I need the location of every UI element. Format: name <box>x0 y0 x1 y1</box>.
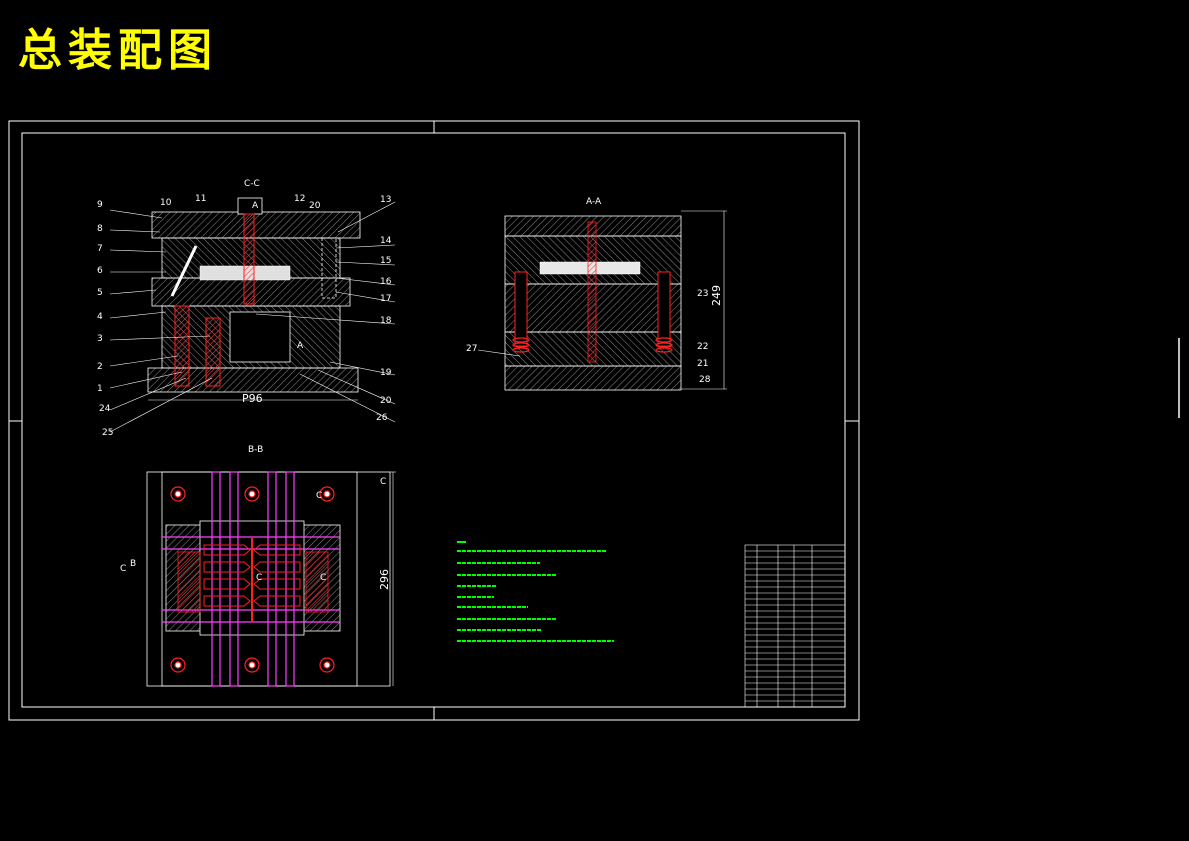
part-label: 17 <box>380 294 391 304</box>
top-clamp-plate <box>151 211 361 239</box>
part-label: 19 <box>380 368 392 378</box>
section-mark-a-top: A <box>252 201 259 211</box>
part-label: 13 <box>380 195 391 205</box>
part-label: 20 <box>380 396 392 406</box>
section-view-aa: A-A 249 23 22 21 28 27 <box>466 197 727 391</box>
part-label: 20 <box>309 201 321 211</box>
angle-pin <box>170 245 198 297</box>
section-label-bb: B-B <box>248 445 263 455</box>
part-label: 1 <box>97 384 103 394</box>
part-label: 26 <box>376 413 388 423</box>
bb-slider-left <box>177 551 201 613</box>
part-label: 21 <box>697 359 708 369</box>
section-mark-c-left: C <box>120 564 126 574</box>
part-label: 11 <box>195 194 206 204</box>
section-mark-c-right: C <box>380 477 386 487</box>
part-label: 25 <box>102 428 113 438</box>
section-mark-c-right2: C <box>320 573 326 583</box>
aa-spring-left <box>512 337 530 353</box>
dimension-cc-width: P96 <box>242 392 263 405</box>
aa-spring-right <box>655 337 673 353</box>
part-label: 10 <box>160 198 172 208</box>
section-view-cc: C-C P96 A A 9 8 <box>97 179 396 438</box>
section-mark-b-left: B <box>130 559 136 569</box>
aa-sprue <box>587 221 597 363</box>
part-label: 9 <box>97 200 103 210</box>
bb-cavities <box>203 544 301 607</box>
section-mark-c-center: C <box>256 573 262 583</box>
section-mark-a-cc: A <box>297 341 304 351</box>
leader-lines-right <box>255 201 396 423</box>
aa-pin-right <box>657 271 671 347</box>
bb-slider-right <box>305 551 329 613</box>
part-label: 8 <box>97 224 103 234</box>
ejector-space <box>229 311 291 363</box>
technical-notes <box>457 541 614 642</box>
bb-guide-holes <box>170 486 335 673</box>
bb-inner-plate <box>161 471 358 687</box>
aa-leader-left <box>477 349 521 357</box>
part-label: 5 <box>97 288 103 298</box>
leader-lines-left <box>109 209 213 433</box>
page-title: 总装配图 <box>18 25 218 76</box>
dimension-aa-height: 249 <box>710 285 723 306</box>
part-label: 12 <box>294 194 305 204</box>
part-label: 28 <box>699 375 711 385</box>
part-label: 4 <box>97 312 103 322</box>
part-label: 14 <box>380 236 392 246</box>
return-pin <box>205 317 221 387</box>
spring-right <box>321 237 337 299</box>
part-label: 22 <box>697 342 708 352</box>
section-view-bb: B-B <box>120 445 396 687</box>
sprue-red <box>243 213 255 305</box>
part-label: 27 <box>466 344 477 354</box>
part-label: 2 <box>97 362 103 372</box>
section-label-cc: C-C <box>244 179 260 189</box>
drawing-frame <box>8 120 860 721</box>
part-label: 23 <box>697 289 708 299</box>
part-label: 15 <box>380 256 391 266</box>
section-label-aa: A-A <box>586 197 602 207</box>
part-label: 18 <box>380 316 392 326</box>
part-label: 7 <box>97 244 103 254</box>
part-label: 6 <box>97 266 103 276</box>
section-mark-c-mid: C <box>316 491 322 501</box>
sprue-bushing <box>237 197 263 215</box>
dimension-bb-height: 296 <box>378 569 391 590</box>
aa-pin-left <box>514 271 528 347</box>
part-label: 16 <box>380 277 392 287</box>
part-label: 24 <box>99 404 111 414</box>
guide-pin-left <box>174 305 190 387</box>
aa-bottom-plate <box>504 365 682 391</box>
part-label: 3 <box>97 334 103 344</box>
parts-list-title-block <box>744 544 846 708</box>
